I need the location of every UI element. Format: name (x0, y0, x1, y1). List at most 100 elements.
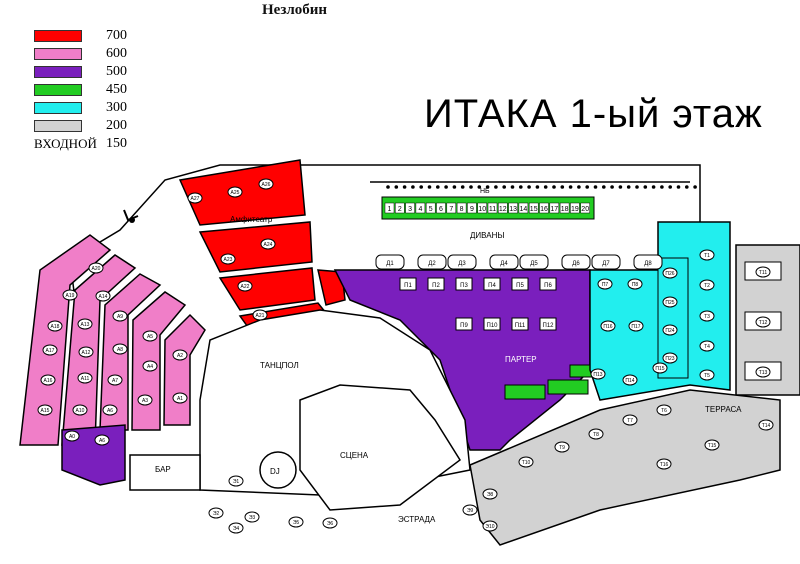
sofa-label[interactable]: Д6 (572, 261, 580, 267)
seat-label[interactable]: Э10 (485, 524, 494, 530)
seat-label[interactable]: A7 (112, 378, 118, 384)
seat-label[interactable]: A18 (51, 324, 60, 330)
seat-label[interactable]: Т11 (759, 270, 767, 276)
parterre-table-label[interactable]: П12 (543, 323, 555, 329)
seat-label[interactable]: П26 (665, 271, 674, 277)
seat-label[interactable]: A6 (107, 408, 113, 414)
bar-seat-number[interactable]: 11 (489, 206, 496, 213)
parterre-table-label[interactable]: П11 (515, 323, 526, 329)
seat-label[interactable]: A20 (92, 266, 101, 272)
seat-label[interactable]: A3 (142, 398, 148, 404)
bar-seat-number[interactable]: 15 (530, 206, 538, 213)
parterre-table-label[interactable]: П6 (544, 283, 552, 289)
bar-seat-number[interactable]: 7 (449, 206, 453, 213)
seat-label[interactable]: A5 (147, 334, 153, 340)
seat-label[interactable]: П17 (631, 324, 640, 330)
seat-label[interactable]: Т14 (762, 423, 771, 429)
bar-seat-number[interactable]: 3 (408, 206, 412, 213)
seat-label[interactable]: Т1 (704, 253, 710, 259)
bar-seat-number[interactable]: 12 (499, 206, 507, 213)
sofa-label[interactable]: Д2 (428, 261, 436, 267)
seat-label[interactable]: A9 (117, 314, 123, 320)
seat-label[interactable]: Т7 (627, 418, 633, 424)
seat-label[interactable]: Т2 (704, 283, 710, 289)
seat-label[interactable]: П23 (665, 356, 674, 362)
sofa-label[interactable]: Д4 (500, 261, 508, 267)
parterre-table-label[interactable]: П10 (487, 323, 499, 329)
seat-label[interactable]: П15 (655, 366, 664, 372)
seat-label[interactable]: Т15 (708, 443, 717, 449)
seat-label[interactable]: A10 (76, 408, 85, 414)
bar-seat-number[interactable]: 2 (398, 206, 402, 213)
seat-label[interactable]: П7 (602, 282, 609, 288)
seat-label[interactable]: Т9 (559, 445, 565, 451)
seat-label[interactable]: A26 (262, 182, 271, 188)
seat-label[interactable]: A17 (46, 348, 55, 354)
seat-label[interactable]: A8 (117, 347, 123, 353)
seat-label[interactable]: A4 (147, 364, 153, 370)
seat-label[interactable]: Э2 (213, 511, 220, 517)
bar-seat-number[interactable]: 10 (478, 206, 486, 213)
seat-label[interactable]: A11 (81, 376, 90, 382)
seat-label[interactable]: A1 (177, 396, 183, 402)
seat-label[interactable]: П8 (632, 282, 639, 288)
seat-label[interactable]: A2 (177, 353, 183, 359)
seat-label[interactable]: A25 (231, 190, 240, 196)
bar-seat-number[interactable]: 19 (571, 206, 579, 213)
seat-label[interactable]: Э3 (249, 515, 256, 521)
seat-label[interactable]: Э8 (487, 492, 494, 498)
sofa-label[interactable]: Д3 (458, 261, 466, 267)
seat-label[interactable]: П13 (593, 372, 602, 378)
seat-label[interactable]: Т13 (759, 370, 768, 376)
seat-label[interactable]: A12 (82, 350, 91, 356)
parterre-table-label[interactable]: П4 (488, 283, 496, 289)
seat-label[interactable]: A14 (99, 294, 108, 300)
bar-seat-number[interactable]: 20 (581, 206, 589, 213)
seat-label[interactable]: A23 (224, 257, 233, 263)
bar-seat-number[interactable]: 18 (561, 206, 569, 213)
parterre-table-label[interactable]: П1 (404, 283, 412, 289)
seat-label[interactable]: Э6 (327, 521, 334, 527)
bar-seat-number[interactable]: 4 (418, 206, 422, 213)
sofa-label[interactable]: Д1 (386, 261, 394, 267)
seat-label[interactable]: П14 (625, 378, 634, 384)
bar-seat-number[interactable]: 16 (540, 206, 548, 213)
parterre-table-label[interactable]: П2 (432, 283, 440, 289)
bar-seat-number[interactable]: 5 (429, 206, 433, 213)
parterre-table-label[interactable]: П5 (516, 283, 524, 289)
seat-label[interactable]: Т8 (593, 432, 599, 438)
sofa-label[interactable]: Д5 (530, 261, 538, 267)
seat-label[interactable]: Э5 (293, 520, 300, 526)
seat-label[interactable]: Т12 (759, 320, 768, 326)
seat-label[interactable]: П16 (603, 324, 612, 330)
seat-label[interactable]: A24 (264, 242, 273, 248)
seat-label[interactable]: Э9 (467, 508, 474, 514)
seat-label[interactable]: П24 (665, 328, 674, 334)
seat-label[interactable]: Т4 (704, 344, 710, 350)
seat-label[interactable]: A22 (241, 284, 250, 290)
bar-seat-number[interactable]: 14 (520, 206, 528, 213)
seat-label[interactable]: A21 (256, 313, 265, 319)
bar-seat-number[interactable]: 1 (388, 206, 392, 213)
parterre-table-label[interactable]: П3 (460, 283, 468, 289)
seat-label[interactable]: A27 (191, 196, 200, 202)
bar-seat-number[interactable]: 8 (460, 206, 464, 213)
sofa-label[interactable]: Д8 (644, 261, 652, 267)
seat-label[interactable]: A19 (66, 293, 75, 299)
seat-label[interactable]: A13 (81, 322, 90, 328)
bar-seat-number[interactable]: 9 (470, 206, 474, 213)
bar-seat-number[interactable]: 13 (509, 206, 517, 213)
seat-label[interactable]: Т6 (661, 408, 667, 414)
seat-label[interactable]: A6 (99, 438, 105, 444)
sofa-label[interactable]: Д7 (602, 261, 610, 267)
seat-label[interactable]: Э1 (233, 479, 240, 485)
bar-seat-number[interactable]: 17 (550, 206, 558, 213)
bar-seat-number[interactable]: 6 (439, 206, 443, 213)
seat-label[interactable]: A15 (41, 408, 50, 414)
parterre-table-label[interactable]: П9 (460, 323, 468, 329)
seat-label[interactable]: Т16 (660, 462, 669, 468)
seat-label[interactable]: Э4 (233, 526, 240, 532)
seat-label[interactable]: A0 (69, 434, 75, 440)
seat-label[interactable]: Т3 (704, 314, 710, 320)
seat-label[interactable]: П25 (665, 300, 674, 306)
